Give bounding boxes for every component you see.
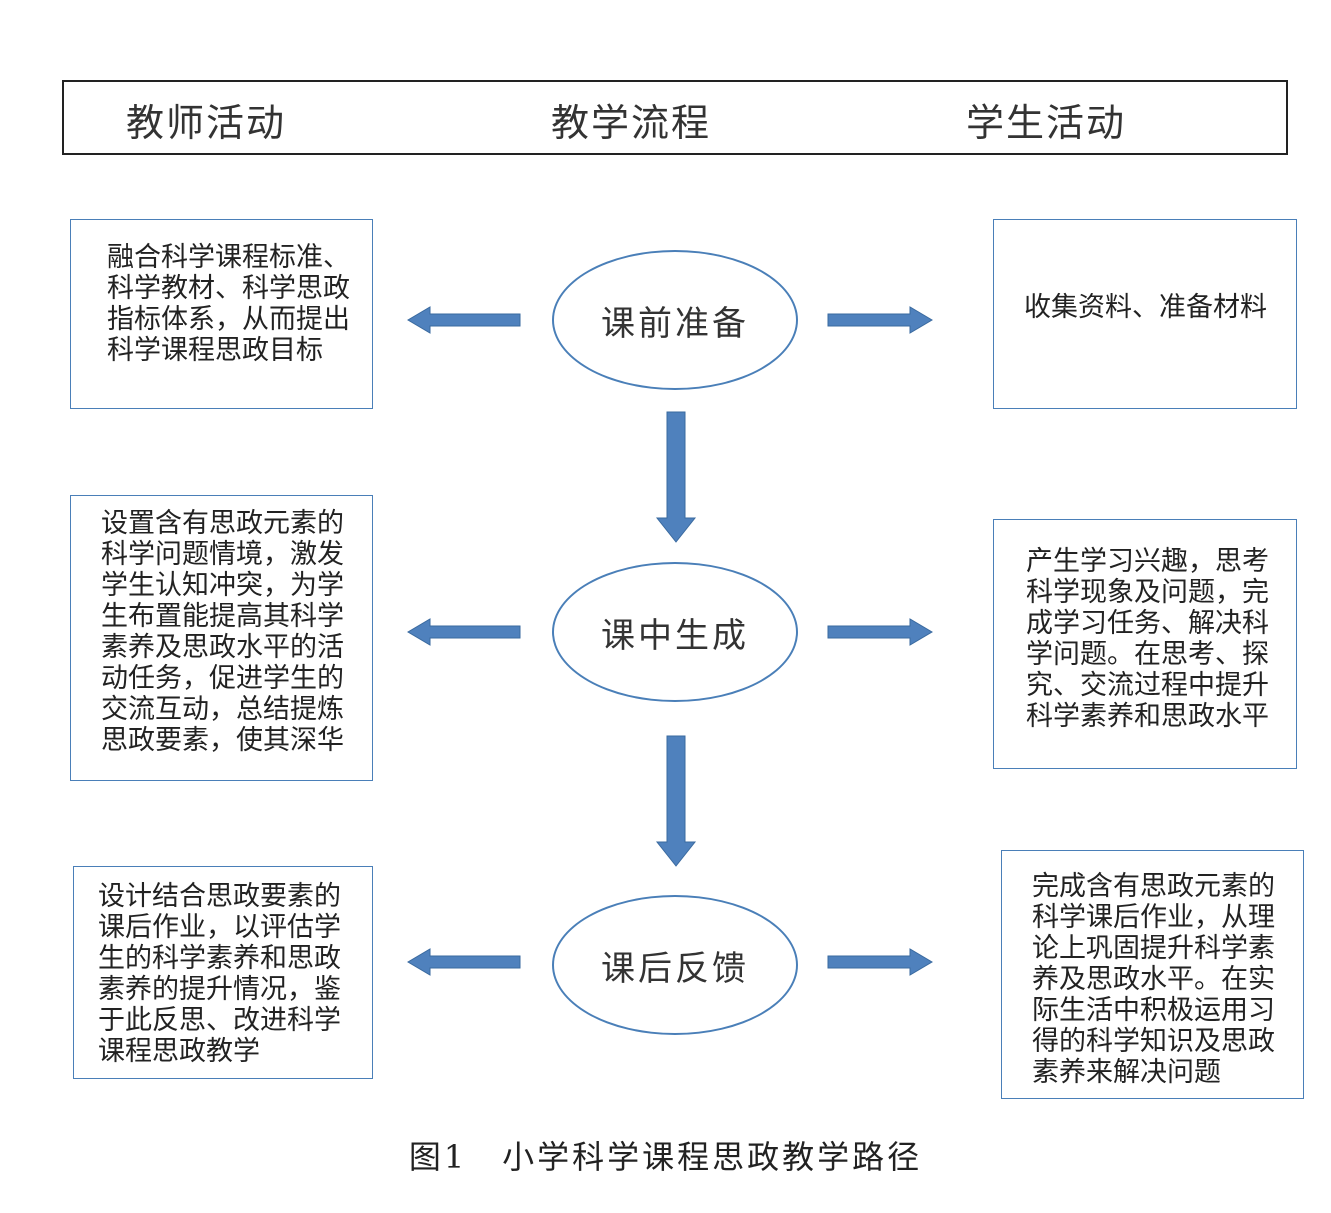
arrow-left-pre-class — [407, 306, 521, 334]
header-box: 教师活动 教学流程 学生活动 — [62, 80, 1288, 155]
arrow-right-in-class — [827, 618, 933, 646]
arrow-down-1 — [655, 411, 697, 543]
stage-label-post-class: 课后反馈 — [601, 948, 749, 989]
arrow-down-2 — [655, 735, 697, 867]
header-teacher-activity: 教师活动 — [126, 101, 287, 145]
student-box-in-class: 产生学习兴趣，思考 科学现象及问题，完 成学习任务、解决科 学问题。在思考、探 … — [993, 519, 1297, 769]
header-student-activity: 学生活动 — [966, 101, 1127, 145]
arrow-left-in-class — [407, 618, 521, 646]
figure-caption: 图1 小学科学课程思政教学路径 — [408, 1138, 923, 1176]
header-teaching-process: 教学流程 — [551, 101, 712, 145]
arrow-right-pre-class — [827, 306, 933, 334]
arrow-left-post-class — [407, 948, 521, 976]
arrow-right-post-class — [827, 948, 933, 976]
stage-pre-class: 课前准备 — [552, 250, 798, 390]
stage-label-pre-class: 课前准备 — [601, 303, 749, 344]
student-box-pre-class: 收集资料、准备材料 — [993, 219, 1297, 409]
student-box-post-class: 完成含有思政元素的 科学课后作业，从理 论上巩固提升科学素 养及思政水平。在实 … — [1001, 850, 1304, 1099]
stage-post-class: 课后反馈 — [552, 895, 798, 1035]
teacher-box-pre-class: 融合科学课程标准、 科学教材、科学思政 指标体系，从而提出 科学课程思政目标 — [70, 219, 373, 409]
teacher-box-post-class: 设计结合思政要素的 课后作业，以评估学 生的科学素养和思政 素养的提升情况，鉴 … — [73, 866, 373, 1079]
stage-in-class: 课中生成 — [552, 562, 798, 702]
teacher-box-in-class: 设置含有思政元素的 科学问题情境，激发 学生认知冲突，为学 生布置能提高其科学 … — [70, 495, 373, 781]
stage-label-in-class: 课中生成 — [601, 615, 749, 656]
